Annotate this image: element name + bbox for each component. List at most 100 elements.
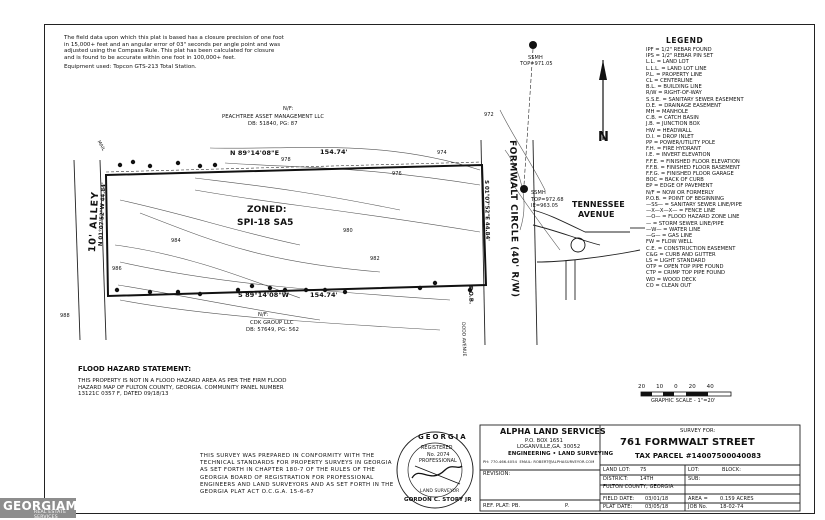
contour-label: 976 <box>392 171 402 177</box>
area-value: 0.159 ACRES <box>720 496 754 502</box>
flood-heading: FLOOD HAZARD STATEMENT: <box>78 365 192 373</box>
trees <box>114 159 473 297</box>
ssmh2-top: TOP=972.68 <box>531 197 564 203</box>
legend-item: — = STORM SEWER LINE/PIPE <box>646 220 724 227</box>
north-arrow <box>599 60 607 140</box>
legend-item: F.F.E. = FINISHED FLOOR ELEVATION <box>646 158 740 165</box>
zoned-label: ZONED: <box>247 205 287 215</box>
closure-note: The field data upon which this plat is b… <box>64 35 284 61</box>
contour-label: 972 <box>484 112 494 118</box>
legend-item: D.I. = DROP INLET <box>646 133 694 140</box>
legend-item: —G— = GAS LINE <box>646 233 693 240</box>
legend-item: C&G = CURB AND GUTTER <box>646 251 716 258</box>
legend-item: OTP = OPEN TOP PIPE FOUND <box>646 264 724 271</box>
ref-plat-p: P. <box>565 503 570 509</box>
avenue-line1: TENNESSEE <box>572 200 625 209</box>
scale-tick: 40 <box>706 384 714 390</box>
legend-item: I.E. = INVERT ELEVATION <box>646 152 711 159</box>
company-name: ALPHA LAND SERVICES <box>500 427 606 436</box>
legend-item: —SS— = SANITARY SEWER LINE/PIPE <box>646 202 742 209</box>
north-arrow-letter: N <box>598 130 609 145</box>
block-label: BLOCK: <box>722 467 742 473</box>
south-distance: 154.74' <box>310 291 338 299</box>
certification-text: THIS SURVEY WAS PREPARED IN CONFORMITY W… <box>200 453 394 496</box>
lot-label: LOT: <box>688 467 700 473</box>
district-value: 14TH <box>640 476 654 482</box>
contour-label: 980 <box>343 228 353 234</box>
legend-item: F.H. = FIRE HYDRANT <box>646 146 702 153</box>
legend-item: BOC = BACK OF CURB <box>646 177 704 184</box>
scale-label: GRAPHIC SCALE - 1"=20' <box>651 398 716 404</box>
plat-date-value: 03/05/18 <box>645 504 669 510</box>
legend-item: —O— = FLOOD HAZARD ZONE LINE <box>646 214 740 221</box>
job-value: 18-02-74 <box>720 504 744 510</box>
land-lot-label: LAND LOT: <box>603 467 631 473</box>
legend-item: PP = POWER/UTILITY POLE <box>646 140 716 147</box>
alley-lines <box>73 159 107 341</box>
flood-text: THIS PROPERTY IS NOT IN A FLOOD HAZARD A… <box>78 378 287 398</box>
scale-ticks: 20 10 0 20 40 <box>638 384 714 391</box>
equipment-note: Equipment used: Topcon GTS-213 Total Sta… <box>64 64 197 71</box>
street-lines <box>480 139 645 346</box>
legend-item: WD = WOOD DECK <box>646 276 697 283</box>
legend-item: D.E. = DRAINAGE EASEMENT <box>646 102 722 109</box>
seal-registered: REGISTERED <box>421 446 453 451</box>
legend-item: CTP = CRIMP TOP PIPE FOUND <box>646 270 726 277</box>
survey-certification: THIS SURVEY WAS PREPARED IN CONFORMITY W… <box>200 453 395 496</box>
district-label: DISTRICT: <box>603 476 629 482</box>
zoned-value: SPI-18 SA5 <box>237 218 294 228</box>
legend-item: N/F = NOW OR FORMERLY <box>646 189 714 196</box>
job-label: JOB No. <box>688 504 708 510</box>
sheet-border <box>44 24 815 514</box>
county-value: FULTON COUNTY, GEORGIA <box>603 484 674 490</box>
lot-boundary <box>104 163 488 298</box>
legend-item: P.O.B. = POINT OF BEGINNING <box>646 195 725 202</box>
area-label: AREA = <box>688 496 708 502</box>
east-bearing: S 01°07'52"E 44.84' <box>483 180 491 241</box>
contour-label: 988 <box>60 313 70 319</box>
scale-tick: 0 <box>674 384 678 390</box>
ref-plat-label: REF. PLAT: PB. <box>483 503 521 509</box>
field-date-value: 03/01/18 <box>645 496 669 502</box>
field-date-label: FIELD DATE: <box>603 496 635 502</box>
legend-item: L.L. = LAND LOT <box>646 59 689 66</box>
survey-address: 761 FORMWALT STREET <box>620 437 755 448</box>
legend-item: CO = CLEAN OUT <box>646 282 692 289</box>
company-po: P.O. BOX 1651 <box>525 438 564 444</box>
watermark-text: GEORGIAMLS <box>3 499 95 513</box>
seal-bottom: GORDON C. STORY JR <box>404 497 472 503</box>
seal-number: No. 2074 <box>427 453 450 458</box>
legend-item: HW = HEADWALL <box>646 127 692 134</box>
legend-title: LEGEND <box>666 36 704 45</box>
pob-label: P.O.B. <box>467 286 474 305</box>
legend-item: —W— = WATER LINE <box>646 226 701 233</box>
plat-date-label: PLAT DATE: <box>603 504 633 510</box>
legend-item: F.F.G. = FINISHED FLOOR GARAGE <box>646 171 734 178</box>
avenue-line2: AVENUE <box>578 210 615 219</box>
scale-tick: 10 <box>656 384 664 390</box>
seal-surveyor: LAND SURVEYOR <box>420 489 460 494</box>
revision-label: REVISION: <box>483 471 511 477</box>
south-bearing: S 89°14'08"W <box>238 291 290 299</box>
mls-watermark: GEORGIAMLS REAL ESTATE SERVICES <box>0 498 94 520</box>
company-city: LOGANVILLE,GA. 30052 <box>517 444 581 450</box>
legend-item: IPS = 1/2" REBAR PIN SET <box>646 53 714 60</box>
scale-tick: 20 <box>638 384 646 390</box>
north-distance: 154.74' <box>320 148 348 156</box>
ssmh2-ie: IE=963.05 <box>531 203 559 209</box>
flood-statement: FLOOD HAZARD STATEMENT: THIS PROPERTY IS… <box>78 365 293 398</box>
legend-item: C.B. = CATCH BASIN <box>646 115 699 122</box>
legend-item: LS = LIGHT STANDARD <box>646 257 706 264</box>
legend-item: CL = CENTERLINE <box>646 78 693 85</box>
survey-for-label: SURVEY FOR: <box>680 428 716 434</box>
scale-tick: 20 <box>688 384 696 390</box>
legend-item: EP = EDGE OF PAVEMENT <box>646 183 713 190</box>
legend-item: F.F.B. = FINISHED FLOOR BASEMENT <box>646 164 741 171</box>
seal-professional: PROFESSIONAL <box>419 459 457 464</box>
north-owner-name: PEACHTREE ASSET MANAGEMENT LLC <box>222 114 325 120</box>
south-owner-name: CDK GROUP LLC <box>250 320 294 326</box>
north-bearing: N 89°14'08"E <box>230 149 280 157</box>
